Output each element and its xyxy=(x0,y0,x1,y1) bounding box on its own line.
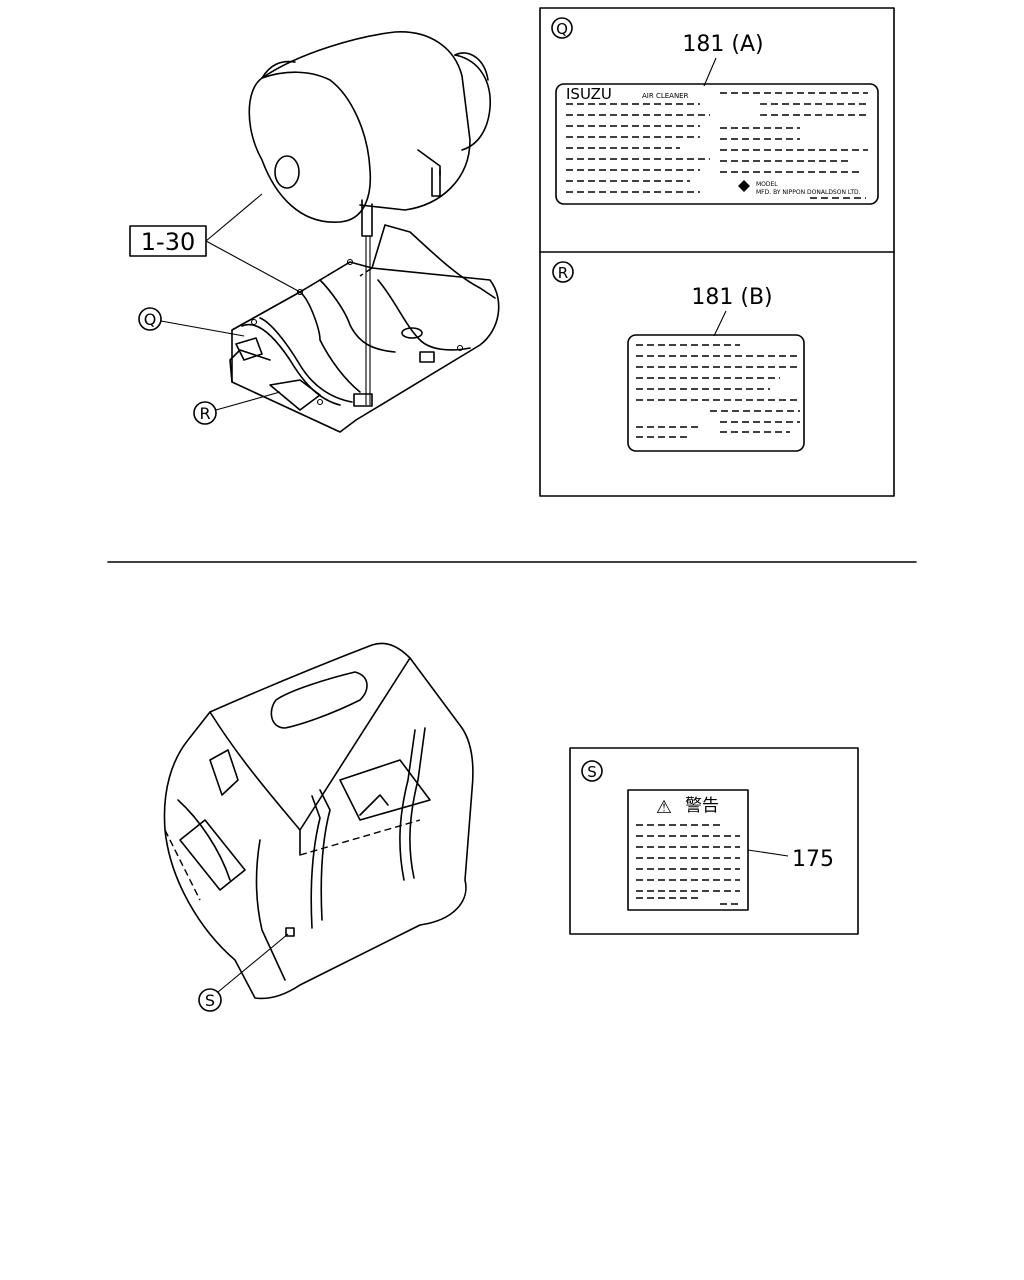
detail-panel: Q 181 (A) ISUZU AIR CLEANER xyxy=(539,7,895,497)
brand-text: ISUZU xyxy=(566,85,612,103)
product-text: AIR CLEANER xyxy=(642,92,689,100)
leader-line xyxy=(215,391,281,411)
maker-text: MFD. BY NIPPON DONALDSON LTD. xyxy=(756,189,861,196)
leader-line xyxy=(703,57,717,87)
callout-q: Q xyxy=(138,307,245,337)
callout-s: S xyxy=(198,933,289,1012)
ref-label-text: 1-30 xyxy=(141,228,195,256)
callout-s-letter: S xyxy=(205,991,215,1010)
detail-r-marker: R xyxy=(558,264,568,282)
leader-line xyxy=(205,193,263,242)
warning-title: 警告 xyxy=(685,796,719,816)
detail-r: R 181 (B) xyxy=(552,261,805,452)
callout-q-letter: Q xyxy=(144,310,157,329)
leader-line xyxy=(747,849,789,857)
label-plate-181b xyxy=(627,334,805,452)
detail-q: Q 181 (A) ISUZU AIR CLEANER xyxy=(551,17,879,205)
part-number-181a: 181 (A) xyxy=(682,32,763,57)
detail-s-marker: S xyxy=(587,763,597,781)
air-cleaner-assembly xyxy=(229,31,500,433)
detail-s: S ⚠ 警告 175 xyxy=(569,747,859,935)
maker-logo-icon xyxy=(738,180,750,192)
callout-r: R xyxy=(193,391,281,425)
leader-line xyxy=(160,320,245,337)
leader-line xyxy=(713,310,727,337)
part-number-181b: 181 (B) xyxy=(691,285,772,310)
part-number-175: 175 xyxy=(792,847,834,872)
leader-line xyxy=(205,240,301,293)
callout-r-letter: R xyxy=(199,404,210,423)
detail-q-marker: Q xyxy=(556,20,568,38)
ref-label-box: 1-30 xyxy=(129,193,301,293)
model-text: MODEL xyxy=(756,181,778,188)
leader-line xyxy=(217,933,289,993)
cover-assembly xyxy=(163,642,474,1000)
label-plate-181a xyxy=(555,83,879,205)
warning-icon: ⚠ xyxy=(656,797,672,818)
